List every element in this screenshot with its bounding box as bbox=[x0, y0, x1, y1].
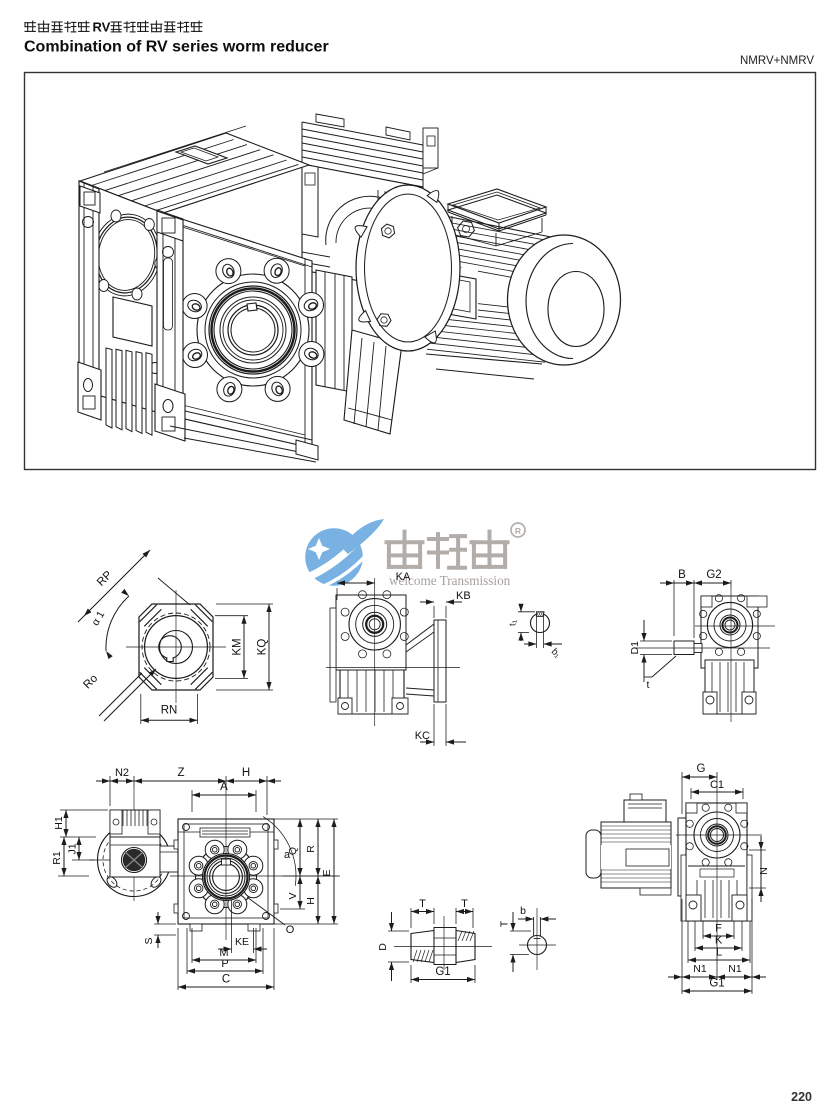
svg-text:O: O bbox=[286, 924, 295, 936]
svg-text:E: E bbox=[321, 869, 333, 876]
svg-text:J1: J1 bbox=[67, 843, 79, 854]
svg-text:t: t bbox=[647, 679, 650, 691]
svg-text:N: N bbox=[758, 867, 770, 875]
svg-text:G1: G1 bbox=[709, 978, 724, 990]
svg-text:N1: N1 bbox=[728, 963, 742, 975]
svg-text:KB: KB bbox=[456, 590, 471, 602]
svg-text:RN: RN bbox=[161, 705, 178, 717]
svg-text:G: G bbox=[697, 763, 706, 775]
svg-text:G2: G2 bbox=[706, 569, 721, 581]
svg-text:R: R bbox=[305, 845, 317, 853]
svg-text:t₁: t₁ bbox=[508, 620, 519, 626]
svg-text:T: T bbox=[419, 898, 426, 910]
svg-text:b: b bbox=[520, 905, 526, 917]
svg-text:C: C bbox=[222, 974, 230, 986]
svg-text:220: 220 bbox=[791, 1090, 812, 1104]
svg-text:P: P bbox=[221, 958, 228, 970]
svg-text:T: T bbox=[499, 920, 511, 927]
svg-text:RV: RV bbox=[93, 20, 111, 35]
svg-text:Combination of RV series worm: Combination of RV series worm reducer bbox=[24, 39, 329, 56]
svg-text:D: D bbox=[377, 943, 389, 951]
svg-text:F: F bbox=[715, 923, 722, 935]
svg-text:A: A bbox=[220, 781, 228, 793]
svg-text:R: R bbox=[515, 526, 521, 536]
svg-text:N1: N1 bbox=[693, 963, 707, 975]
svg-text:Z: Z bbox=[177, 767, 184, 779]
svg-text:N2: N2 bbox=[115, 767, 129, 779]
svg-text:K: K bbox=[715, 935, 723, 947]
svg-text:NMRV+NMRV: NMRV+NMRV bbox=[740, 55, 814, 67]
svg-text:KE: KE bbox=[235, 936, 249, 948]
svg-text:H: H bbox=[242, 767, 250, 779]
svg-text:L: L bbox=[716, 947, 722, 959]
svg-text:V: V bbox=[287, 892, 299, 899]
svg-text:H: H bbox=[305, 897, 317, 905]
svg-text:D1: D1 bbox=[629, 641, 641, 655]
svg-text:B: B bbox=[678, 569, 686, 581]
svg-text:welcome Transmission: welcome Transmission bbox=[389, 573, 511, 588]
svg-text:T: T bbox=[461, 898, 468, 910]
svg-text:C1: C1 bbox=[710, 779, 724, 791]
svg-text:S: S bbox=[143, 937, 155, 944]
svg-text:KM: KM bbox=[232, 638, 244, 655]
svg-text:KQ: KQ bbox=[257, 639, 269, 656]
svg-text:a: a bbox=[284, 849, 291, 861]
svg-text:KA: KA bbox=[396, 571, 411, 583]
svg-text:H1: H1 bbox=[53, 816, 65, 830]
svg-text:G1: G1 bbox=[435, 966, 450, 978]
svg-text:KC: KC bbox=[415, 730, 430, 742]
svg-text:Q: Q bbox=[287, 847, 299, 855]
svg-text:M: M bbox=[219, 947, 228, 959]
svg-text:R1: R1 bbox=[51, 851, 63, 865]
